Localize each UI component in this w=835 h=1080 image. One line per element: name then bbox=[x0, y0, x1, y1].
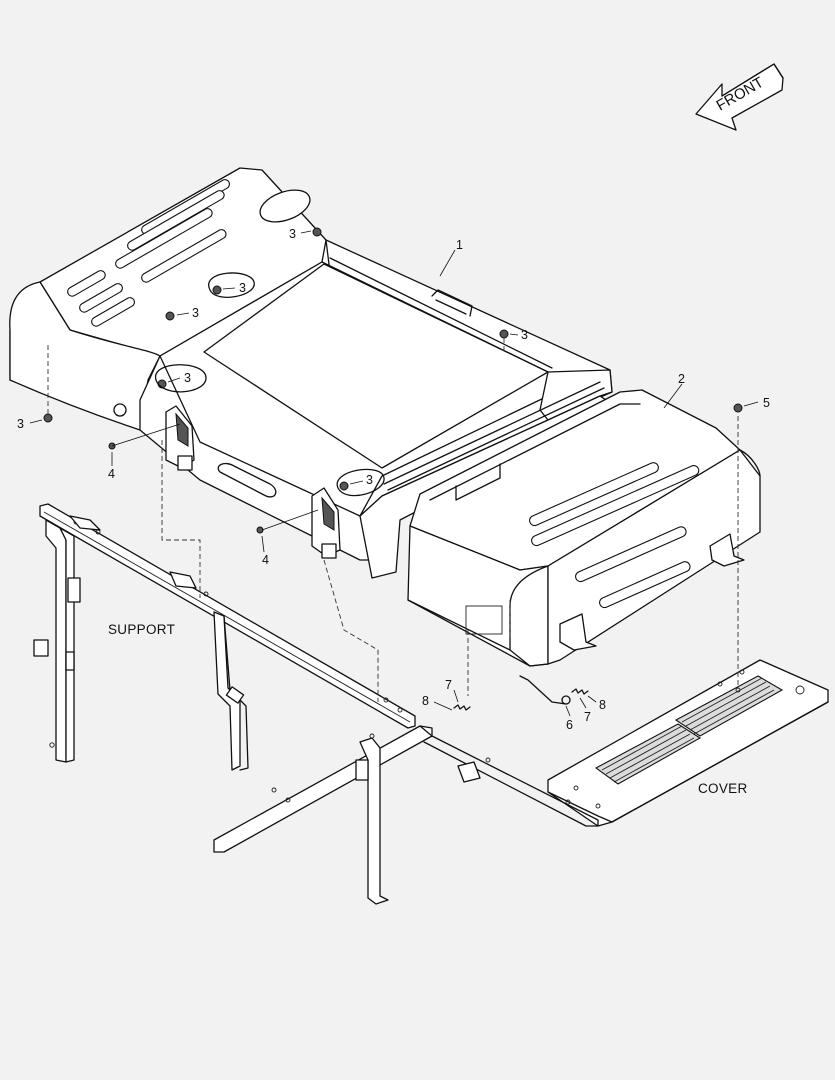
assembly-dashed-lines bbox=[47, 338, 739, 702]
support-frame bbox=[33, 503, 416, 771]
callout-3: 3 bbox=[17, 417, 24, 431]
callout-2: 2 bbox=[678, 372, 685, 386]
callout-3: 3 bbox=[239, 281, 246, 295]
hood-1-vent-slots bbox=[67, 179, 231, 327]
callout-3: 3 bbox=[289, 227, 296, 241]
callout-4: 4 bbox=[108, 467, 115, 481]
callout-5: 5 bbox=[763, 396, 770, 410]
highlight-loops bbox=[155, 272, 385, 497]
latch-left bbox=[165, 405, 195, 471]
front-direction-arrow: FRONT bbox=[695, 63, 784, 131]
latch-rod bbox=[519, 675, 571, 705]
cover-label: COVER bbox=[698, 781, 748, 796]
leader-lines bbox=[29, 230, 759, 717]
latch-right bbox=[311, 487, 341, 559]
callout-numbers: 1 2 3 3 3 3 3 3 3 4 4 5 6 7 7 8 8 bbox=[17, 227, 770, 732]
callout-4: 4 bbox=[262, 553, 269, 567]
springs bbox=[453, 688, 589, 711]
callout-8: 8 bbox=[599, 698, 606, 712]
support-label: SUPPORT bbox=[108, 622, 175, 637]
cover-plate bbox=[547, 659, 829, 827]
callout-1: 1 bbox=[456, 238, 463, 252]
callout-7: 7 bbox=[584, 710, 591, 724]
hood-2-vent-slots bbox=[529, 462, 700, 609]
bolt-parts bbox=[43, 227, 743, 534]
callout-6: 6 bbox=[566, 718, 573, 732]
callout-3: 3 bbox=[192, 306, 199, 320]
callout-7: 7 bbox=[445, 678, 452, 692]
callout-3: 3 bbox=[366, 473, 373, 487]
lower-support-frame bbox=[213, 725, 599, 905]
hood-part-2 bbox=[407, 389, 761, 667]
callout-3: 3 bbox=[521, 328, 528, 342]
callout-8: 8 bbox=[422, 694, 429, 708]
callout-3: 3 bbox=[184, 371, 191, 385]
